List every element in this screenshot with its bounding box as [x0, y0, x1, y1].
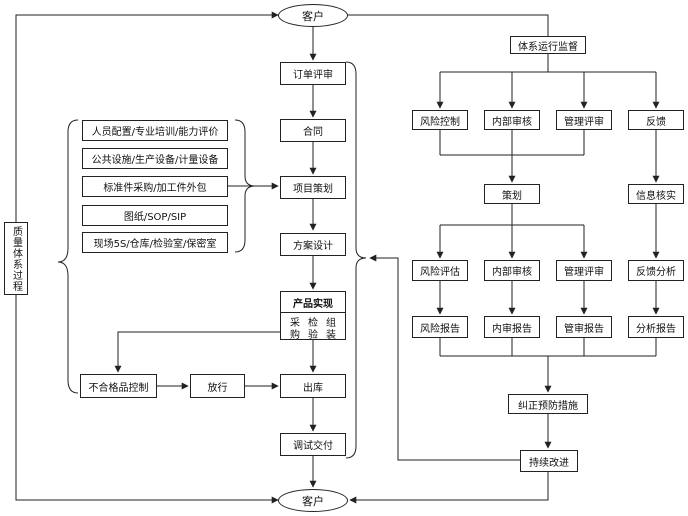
management-review-exec-node: 管理评审 [556, 260, 612, 281]
risk-assessment-node: 风险评估 [412, 260, 468, 281]
info-check-node: 信息核实 [628, 184, 684, 204]
analysis-report-node: 分析报告 [628, 316, 684, 338]
customer-bottom-node: 客户 [278, 489, 348, 512]
internal-audit-node: 内部审核 [484, 110, 540, 130]
risk-report-node: 风险报告 [412, 316, 468, 338]
product-realization-row-1: 采检组 [290, 318, 344, 329]
outer-loop-top [15, 11, 279, 222]
product-realization-row-2: 购验装 [290, 330, 344, 341]
resource-drawings: 图纸/SOP/SIP [82, 205, 228, 226]
contract-node: 合同 [280, 119, 346, 142]
feedback-node: 反馈 [628, 110, 684, 130]
quality-system-process-label: 质量体系过程 [4, 222, 28, 295]
solution-design-node: 方案设计 [280, 233, 346, 256]
resource-site-5s: 现场5S/仓库/检验室/保密室 [82, 232, 228, 253]
feedback-analysis-node: 反馈分析 [628, 260, 684, 281]
resource-procurement: 标准件采购/加工件外包 [82, 176, 228, 197]
warehouse-out-node: 出库 [280, 374, 346, 398]
internal-audit-report-node: 内审报告 [484, 316, 540, 338]
management-review-report-node: 管审报告 [556, 316, 612, 338]
planning-node: 策划 [484, 184, 540, 204]
product-realization-subbox: 采检组 购验装 [280, 312, 346, 341]
corrective-preventive-node: 纠正预防措施 [508, 394, 588, 414]
customer-to-monitor [348, 14, 549, 36]
release-node: 放行 [190, 374, 245, 398]
resource-personnel: 人员配置/专业培训/能力评价 [82, 120, 228, 141]
order-review-node: 订单评审 [280, 62, 346, 85]
management-review-node: 管理评审 [556, 110, 612, 130]
internal-audit-exec-node: 内部审核 [484, 260, 540, 281]
resource-facilities: 公共设施/生产设备/计量设备 [82, 148, 228, 169]
continuous-improvement-node: 持续改进 [520, 450, 578, 472]
customer-top-node: 客户 [278, 4, 348, 27]
project-planning-node: 项目策划 [280, 176, 346, 199]
nonconforming-control-node: 不合格品控制 [80, 374, 157, 398]
system-monitor-node: 体系运行监督 [510, 36, 586, 54]
outer-loop-bottom [15, 295, 279, 504]
product-realization-title: 产品实现 [280, 291, 346, 313]
risk-control-node: 风险控制 [412, 110, 468, 130]
commissioning-delivery-node: 调试交付 [280, 433, 346, 456]
